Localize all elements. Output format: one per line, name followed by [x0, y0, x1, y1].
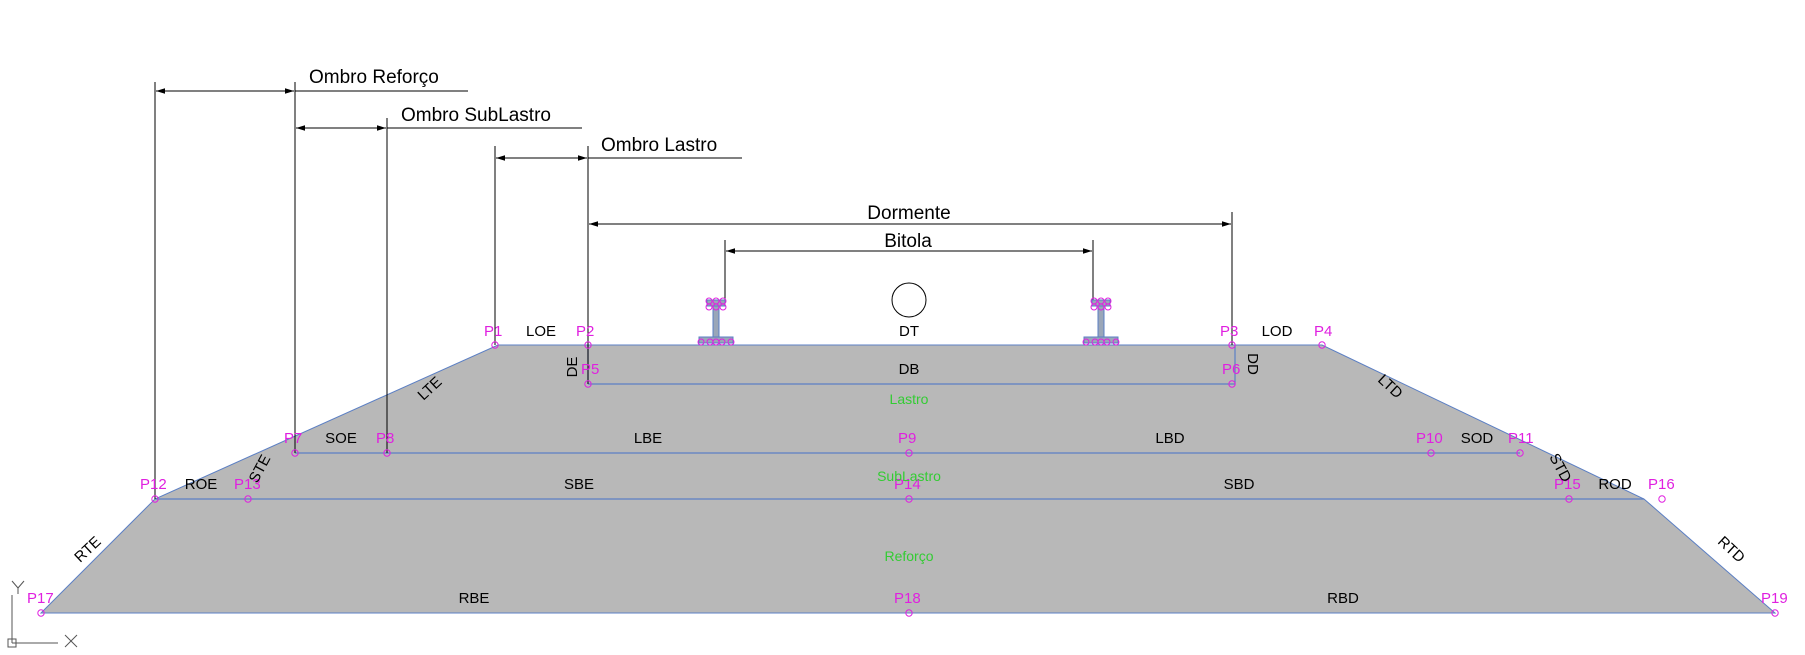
edge-label-dd: DD [1244, 353, 1261, 375]
label-ombro-sublastro: Ombro SubLastro [401, 105, 551, 126]
edge-label-lbd: LBD [1155, 430, 1184, 447]
edge-label-rod: ROD [1598, 476, 1632, 493]
point-label-p17: P17 [27, 590, 54, 607]
point-label-p6: P6 [1222, 361, 1240, 378]
dimension-ombro-reforco [154, 82, 468, 499]
edge-label-roe: ROE [185, 476, 218, 493]
edge-label-soe: SOE [325, 430, 357, 447]
point-label-p13: P13 [234, 476, 261, 493]
edge-label-sbd: SBD [1224, 476, 1255, 493]
layer-label-lastro: Lastro [890, 391, 929, 407]
point-label-p12: P12 [140, 476, 167, 493]
label-ombro-lastro: Ombro Lastro [601, 135, 717, 156]
edge-label-lod: LOD [1262, 323, 1293, 340]
edge-label-lbe: LBE [634, 430, 662, 447]
rail-left [697, 297, 735, 346]
rail-right [1082, 297, 1120, 346]
point-label-p3: P3 [1220, 323, 1238, 340]
point-label-p11: P11 [1508, 430, 1534, 447]
point-label-p19: P19 [1761, 590, 1788, 607]
edge-label-loe: LOE [526, 323, 556, 340]
label-bitola: Bitola [884, 231, 932, 252]
point-label-p8: P8 [376, 430, 394, 447]
layer-label-reforco: Reforço [884, 548, 933, 564]
point-label-p1: P1 [484, 323, 502, 340]
point-label-p16: P16 [1648, 476, 1675, 493]
point-label-p18: P18 [894, 590, 921, 607]
edge-label-db: DB [899, 361, 920, 378]
edge-label-sod: SOD [1461, 430, 1494, 447]
point-label-p7: P7 [284, 430, 302, 447]
dimension-ombro-lastro [494, 146, 742, 384]
edge-label-rbe: RBE [459, 590, 490, 607]
label-dormente: Dormente [867, 203, 950, 224]
point-label-p15: P15 [1554, 476, 1581, 493]
edge-label-rtd: RTD [1714, 533, 1748, 566]
dimension-dormente [589, 212, 1233, 345]
point-label-p4: P4 [1314, 323, 1332, 340]
point-label-p2: P2 [576, 323, 594, 340]
point-label-p14: P14 [894, 476, 921, 493]
label-ombro-reforco: Ombro Reforço [309, 67, 439, 88]
edge-label-rbd: RBD [1327, 590, 1359, 607]
dimension-bitola [724, 240, 1094, 305]
layer-label-sublastro: SubLastro [877, 468, 941, 484]
point-label-p9: P9 [898, 430, 916, 447]
track-center-circle [891, 282, 927, 318]
point-label-p5: P5 [581, 361, 599, 378]
point-markers [37, 341, 1779, 617]
dimension-ombro-sublastro [296, 118, 582, 453]
edge-label-de: DE [564, 357, 581, 378]
point-label-p10: P10 [1416, 430, 1443, 447]
edge-label-dt: DT [899, 323, 919, 340]
edge-label-sbe: SBE [564, 476, 594, 493]
ucs-axis-icon [7, 580, 78, 648]
